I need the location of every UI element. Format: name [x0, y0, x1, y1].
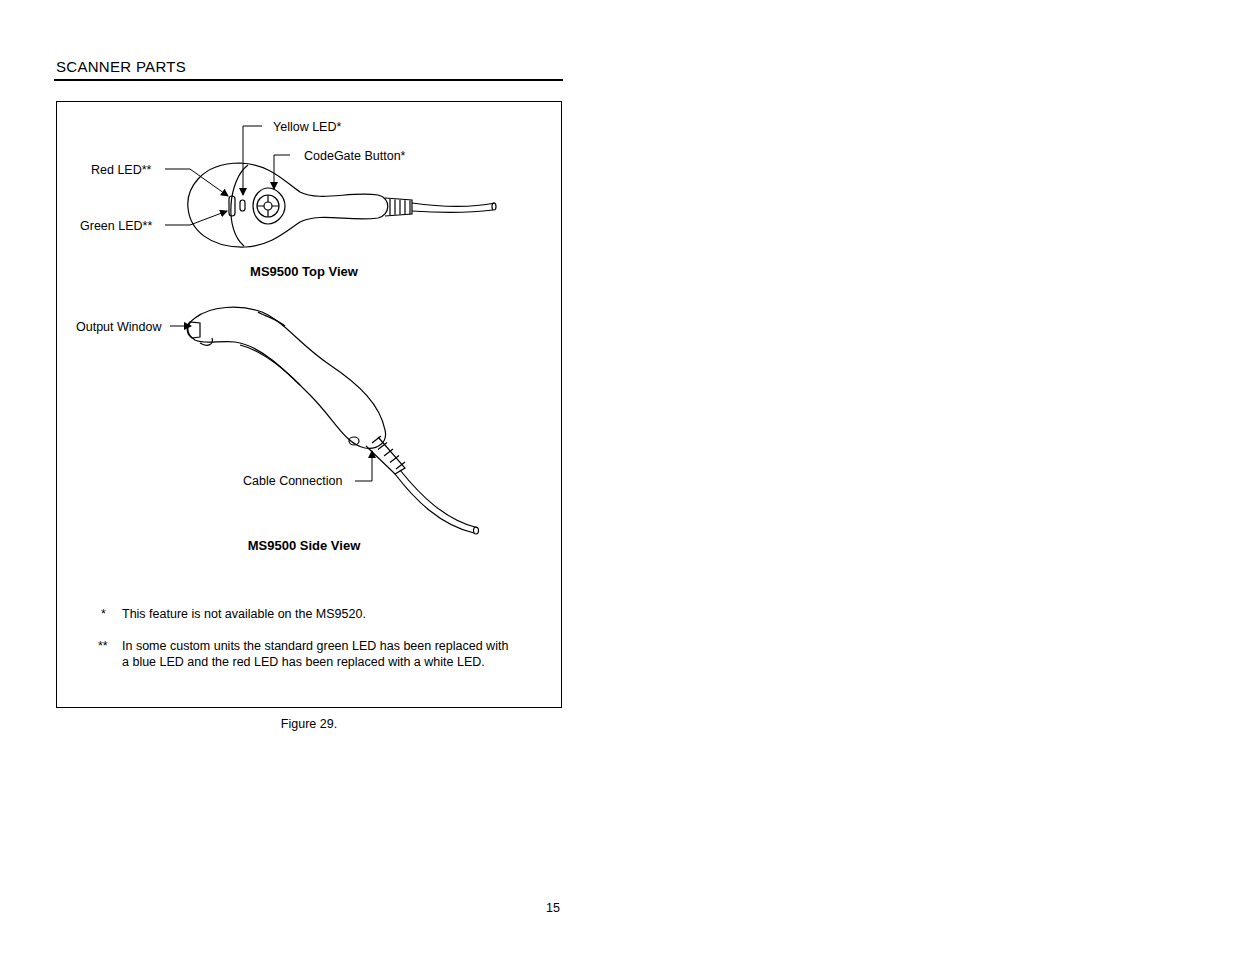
page-heading: SCANNER PARTS: [56, 58, 186, 76]
leader-lines: [165, 126, 372, 481]
part-label: Green LED**: [80, 218, 152, 234]
figure-frame: [57, 102, 562, 708]
footnote-text: This feature is not available on the MS9…: [122, 606, 366, 622]
header-rule: [54, 79, 563, 81]
figure-caption: Figure 29.: [281, 716, 337, 732]
footnote-mark: *: [101, 606, 106, 622]
top-view-scanner: [188, 163, 496, 247]
cable-grip-ribs: [372, 436, 405, 469]
part-label: Cable Connection: [243, 473, 342, 489]
cable-grip-ribs: [390, 199, 410, 215]
page-number: 15: [546, 900, 560, 916]
footnote-text: In some custom units the standard green …: [122, 638, 514, 670]
view-title: MS9500 Top View: [250, 264, 358, 280]
view-title: MS9500 Side View: [248, 538, 361, 554]
part-label: Yellow LED*: [273, 119, 341, 135]
footnote-mark: **: [98, 638, 108, 654]
part-label: Output Window: [76, 319, 161, 335]
part-label: CodeGate Button*: [304, 148, 405, 164]
side-view-scanner: [187, 307, 478, 534]
part-label: Red LED**: [91, 162, 151, 178]
